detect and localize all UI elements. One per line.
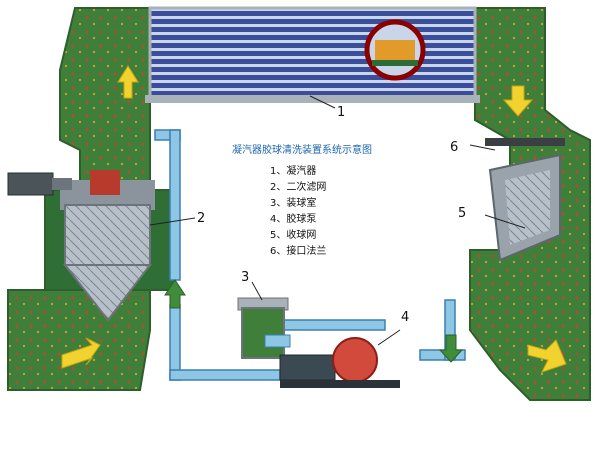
legend-item-2: 2、二次滤网 (270, 180, 326, 193)
callout-ball-loading-chamber: 3 (241, 270, 249, 285)
diagram-title: 凝汽器胶球清洗装置系统示意图 (232, 143, 372, 156)
interface-flange (485, 138, 565, 146)
callout-leaders (149, 95, 526, 346)
flow-arrow-right (61, 337, 101, 369)
ball-flow-arrow-up (164, 279, 186, 309)
ball-loading-chamber (237, 297, 291, 359)
flow-arrows (61, 65, 567, 373)
ball-flow-arrows (164, 279, 464, 363)
flow-arrow-out (527, 339, 567, 373)
flow-arrow-down (502, 85, 534, 117)
legend-item-1: 1、凝汽器 (270, 164, 316, 177)
legend-item-6: 6、接口法兰 (270, 244, 326, 257)
legend: 1、凝汽器 2、二次滤网 3、装球室 4、胶球泵 5、收球网 6、接口法兰 (270, 164, 326, 257)
ball-flow-arrow-down (438, 334, 464, 363)
callout-condenser: 1 (337, 105, 345, 120)
legend-item-3: 3、装球室 (270, 196, 316, 209)
callout-ball-pump: 4 (401, 310, 409, 325)
callout-interface-flange: 6 (450, 140, 458, 155)
ball-pump (279, 337, 400, 388)
flow-arrow-up (117, 65, 139, 99)
legend-item-5: 5、收球网 (270, 228, 316, 241)
callout-secondary-filter: 2 (197, 211, 205, 226)
ball-collecting-screen (488, 153, 561, 262)
legend-item-4: 4、胶球泵 (270, 212, 316, 225)
secondary-filter (7, 170, 155, 322)
condenser (145, 6, 480, 103)
callout-ball-collecting-screen: 5 (458, 206, 466, 221)
filter-motor (7, 172, 54, 196)
